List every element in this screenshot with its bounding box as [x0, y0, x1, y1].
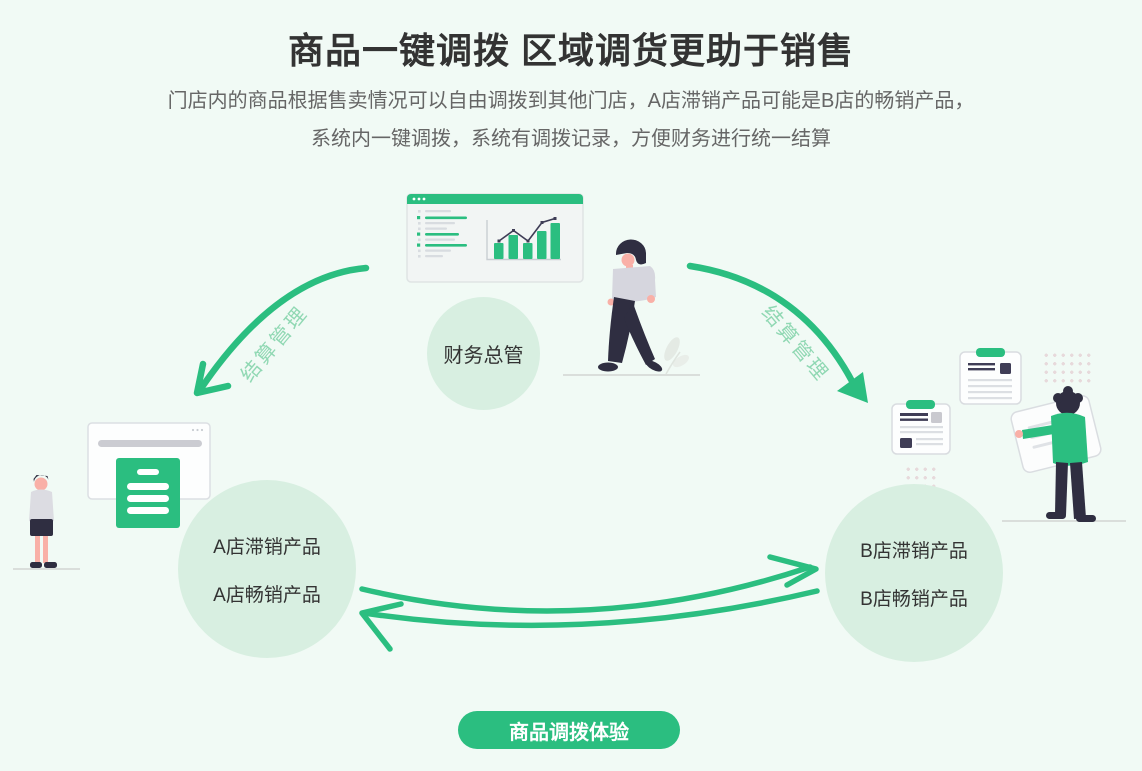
subtitle-line-2: 系统内一键调拨，系统有调拨记录，方便财务进行统一结算 — [311, 128, 831, 150]
finance-manager-bubble: 财务总管 — [427, 297, 540, 410]
store-b-bubble: B店滞销产品 B店畅销产品 — [825, 484, 1003, 662]
page-title: 商品一键调拨 区域调货更助于销售 — [287, 30, 854, 71]
transfer-experience-button[interactable]: 商品调拨体验 — [458, 711, 680, 749]
subtitle-line-1: 门店内的商品根据售卖情况可以自由调拨到其他门店，A店滞销产品可能是B店的畅销产品… — [167, 90, 975, 112]
record-card-upper — [959, 348, 1022, 405]
page-subtitle: 门店内的商品根据售卖情况可以自由调拨到其他门店，A店滞销产品可能是B店的畅销产品… — [0, 82, 1142, 158]
store-b-person-figure — [1002, 386, 1126, 522]
right-flow-arrow — [686, 262, 868, 403]
store-a-window-illustration — [87, 422, 211, 528]
store-b-line-1: B店滞销产品 — [860, 540, 968, 562]
store-a-bubble: A店滞销产品 A店畅销产品 — [178, 480, 356, 658]
dashboard-bar-chart — [486, 217, 561, 261]
left-flow-arrow — [193, 264, 370, 397]
finance-manager-figure — [563, 239, 700, 376]
dots-pattern-large — [1042, 351, 1094, 385]
store-a-line-2: A店畅销产品 — [213, 584, 321, 606]
transfer-arrows — [359, 554, 820, 652]
finance-manager-label: 财务总管 — [443, 345, 524, 367]
store-a-line-1: A店滞销产品 — [213, 536, 321, 558]
store-b-line-2: B店畅销产品 — [860, 588, 968, 610]
dashboard-checklist — [417, 210, 467, 258]
dashboard-illustration — [406, 193, 584, 283]
record-card-lower — [891, 400, 951, 455]
leaf-decoration — [664, 337, 689, 375]
store-a-person-figure — [13, 475, 80, 570]
